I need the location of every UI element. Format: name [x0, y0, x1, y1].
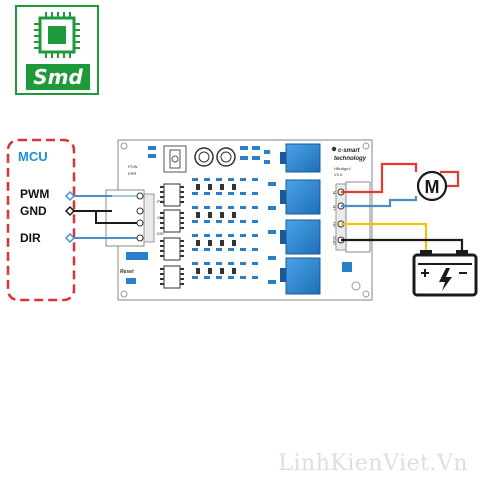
- mosfet-q2: [280, 179, 321, 215]
- output-wires: [341, 162, 464, 254]
- mcu-block: MCU PWM GND DIR: [6, 138, 76, 302]
- mcu-pin-gnd-label: GND: [20, 204, 47, 218]
- smd-components: [148, 146, 352, 284]
- input-terminal-screws: [136, 192, 144, 242]
- mcu-pin-pwm-label: PWM: [20, 187, 49, 201]
- mcu-title: MCU: [18, 149, 48, 164]
- err-label: ERR: [128, 171, 137, 176]
- input-pin-dir-label: DIR: [157, 231, 164, 236]
- ic-u2: [160, 209, 184, 233]
- chip-icon: [34, 12, 80, 58]
- reset-label: Reset: [120, 269, 134, 275]
- pow-label: POW: [128, 164, 138, 169]
- output-pin-mplus-label: M+: [332, 205, 337, 211]
- mcu-pin-dir-label: DIR: [20, 231, 41, 245]
- board-brand: c-smart technology HBridge4 V3.0: [331, 146, 367, 177]
- watermark: LinhKienViet.Vn: [278, 451, 468, 476]
- logo-text: Smd: [33, 65, 83, 89]
- mosfet-q1: [280, 143, 321, 173]
- brand-line1: c-smart: [338, 148, 361, 154]
- mcu-pin-markers: [64, 190, 76, 244]
- ic-u4: [160, 265, 184, 289]
- output-pin-gnd-label: GND: [332, 236, 337, 245]
- battery-icon: [412, 250, 478, 297]
- output-pin-mminus-label: M-: [332, 191, 337, 196]
- output-pin-hv-label: HV: [332, 222, 337, 228]
- motor-symbol: M: [416, 170, 448, 202]
- ic-u3: [160, 237, 184, 261]
- ic-u1: [160, 183, 184, 207]
- mosfet-q4: [280, 257, 321, 295]
- input-wires: [70, 195, 140, 239]
- hbridge-board: PWM GND DIR POW ERR: [105, 139, 373, 301]
- brand-line2: technology: [334, 156, 367, 162]
- board-model: HBridge4: [334, 166, 351, 171]
- motor-label: M: [425, 177, 440, 197]
- smd-logo: Smd: [15, 5, 99, 95]
- mosfet-q3: [280, 219, 321, 255]
- board-version: V3.0: [334, 172, 343, 177]
